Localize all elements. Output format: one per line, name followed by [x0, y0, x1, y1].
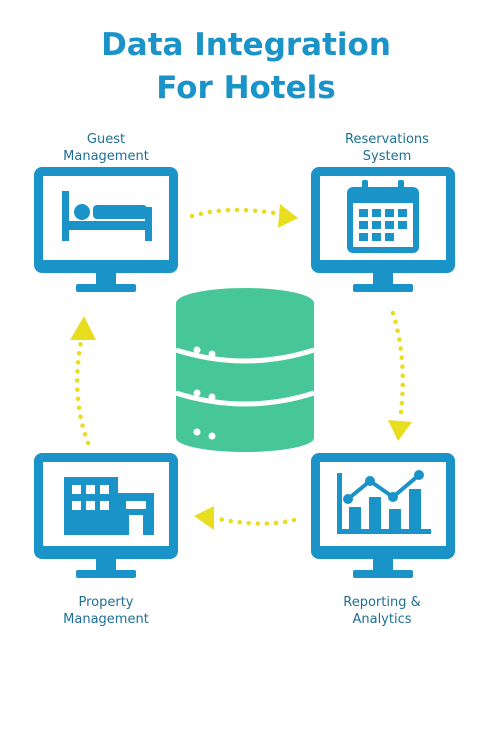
bar-chart-icon	[337, 470, 431, 534]
property-management-label: Property Management	[26, 594, 186, 628]
guest-management-monitor	[34, 167, 178, 292]
reporting-analytics-monitor	[311, 453, 455, 578]
diagram-title-line-2: For Hotels	[156, 70, 336, 106]
reservations-system-label-line-1: Reservations	[345, 132, 429, 147]
bed-icon	[62, 191, 152, 241]
reservations-system-monitor	[311, 167, 455, 292]
reservations-system-label-line-2: System	[362, 149, 412, 164]
calendar-icon	[347, 180, 419, 253]
guest-management-label: Guest Management	[26, 131, 186, 165]
reporting-analytics-label-line-2: Analytics	[352, 612, 412, 627]
building-icon	[64, 477, 154, 535]
diagram-title-line-1: Data Integration	[101, 27, 391, 63]
guest-management-label-line-2: Management	[63, 149, 149, 164]
guest-management-label-line-1: Guest	[86, 132, 126, 147]
reservations-system-label: Reservations System	[307, 131, 467, 165]
arrow-property-to-guest	[70, 316, 96, 446]
reporting-analytics-label-line-1: Reporting &	[343, 595, 421, 610]
database-icon	[175, 288, 315, 452]
arrow-reporting-to-property	[194, 506, 297, 530]
property-management-monitor	[34, 453, 178, 578]
arrow-guest-to-reservations	[189, 204, 298, 228]
property-management-label-line-2: Management	[63, 612, 149, 627]
arrow-reservations-to-reporting	[388, 310, 412, 441]
property-management-label-line-1: Property	[78, 595, 134, 610]
reporting-analytics-label: Reporting & Analytics	[302, 594, 462, 628]
